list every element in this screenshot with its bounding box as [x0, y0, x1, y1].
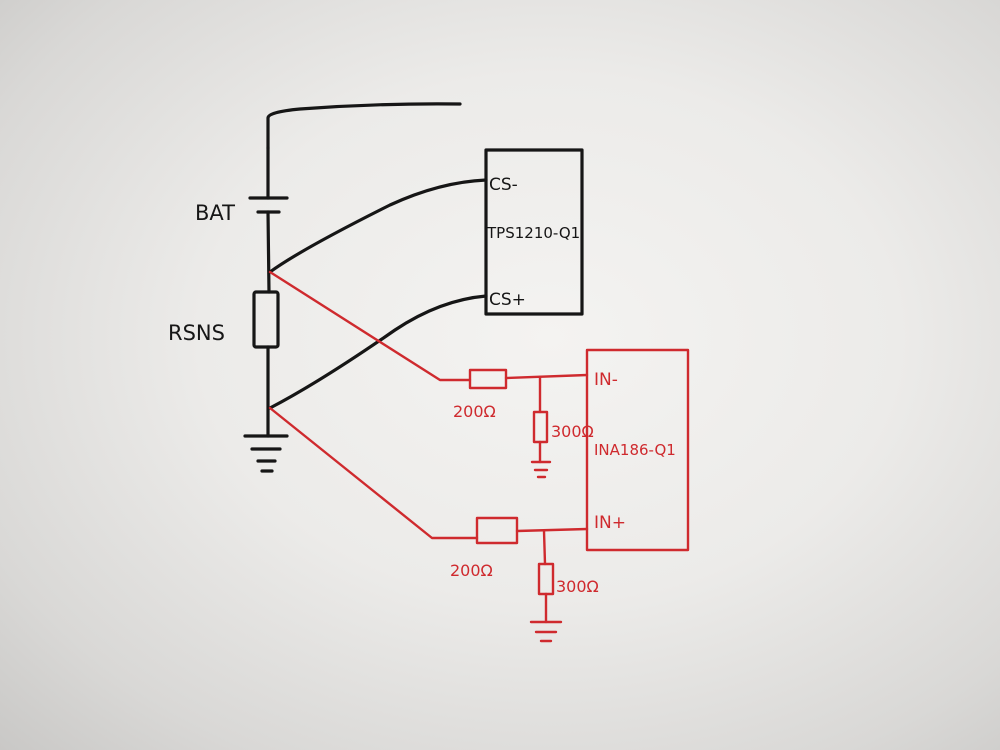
cs-minus-pin-label: CS- [489, 175, 518, 195]
cs-plus-pin-label: CS+ [489, 290, 526, 310]
resistor-200-lower [475, 516, 519, 545]
wire-bottom-node-to-in-plus [268, 406, 479, 540]
ina186-chip [585, 348, 690, 552]
battery-top-wire [266, 102, 462, 150]
label-200-lower: 200Ω [450, 561, 493, 580]
label-200-upper: 200Ω [453, 402, 496, 421]
wire-top-node-to-in-minus [268, 270, 472, 382]
tps-chip-label: TPS1210-Q1 [486, 224, 580, 242]
bat-label: BAT [195, 201, 235, 225]
wire-lower-shunt-top [542, 529, 547, 566]
wire-top-node-to-cs-minus [268, 178, 488, 274]
wire-lower-to-in-plus [515, 527, 589, 533]
wire-bottom-node-to-cs-plus [268, 294, 488, 410]
tps1210-chip [484, 148, 584, 316]
resistor-300-lower [537, 562, 555, 596]
battery-minus-wire [266, 210, 271, 294]
rsns-label: RSNS [168, 321, 225, 345]
label-300-lower: 300Ω [556, 577, 599, 596]
ina-chip-label: INA186-Q1 [594, 441, 676, 459]
wire-upper-to-in-minus [504, 373, 589, 380]
resistor-300-upper [532, 410, 549, 444]
resistor-200-upper [468, 368, 508, 390]
in-minus-pin-label: IN- [594, 370, 618, 390]
label-300-upper: 300Ω [551, 422, 594, 441]
rsns-resistor [252, 290, 280, 349]
in-plus-pin-label: IN+ [594, 513, 626, 533]
